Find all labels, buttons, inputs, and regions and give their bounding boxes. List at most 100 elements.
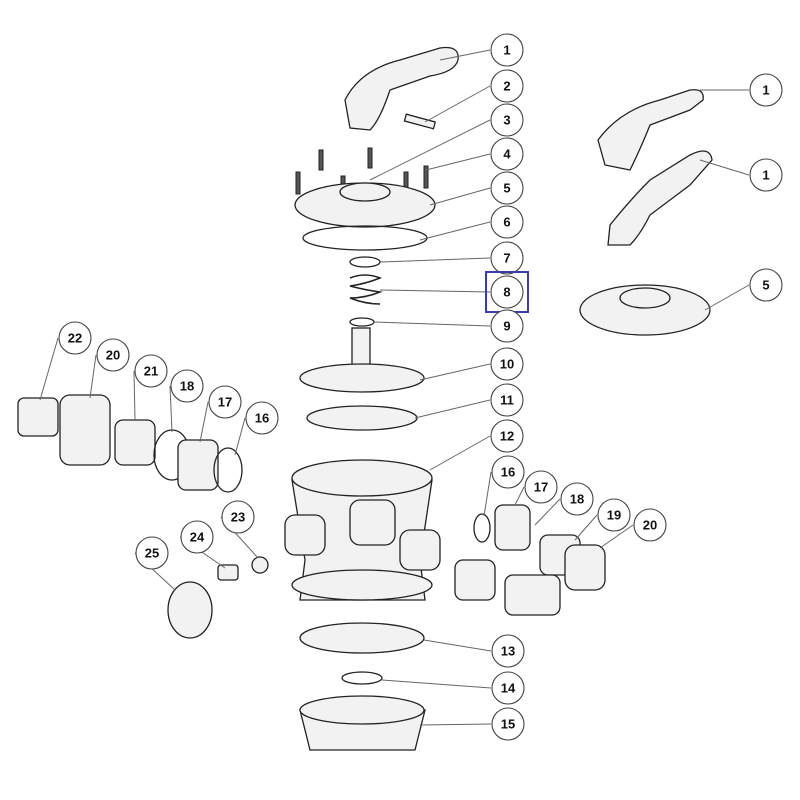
callout-number: 5 [503,181,510,196]
leader-line [381,679,492,689]
handle-part-1 [344,46,459,131]
leader-line [419,363,491,381]
callout-9: 9 [490,309,524,343]
base-part-13 [299,622,425,654]
callout-number: 17 [218,395,232,410]
callout-1: 1 [490,33,524,67]
callout-3: 3 [490,103,524,137]
gasket-part-11 [306,405,418,431]
leader-line [699,159,750,176]
callout-17: 17 [208,385,242,419]
callout-14: 14 [491,671,525,705]
leader-line [704,284,750,311]
drain-plug-part-24 [217,564,239,581]
callout-circle [180,520,214,554]
callout-number: 19 [607,508,621,523]
callout-circle [134,354,168,388]
leader-line [89,354,97,399]
callout-number: 18 [180,379,194,394]
callout-circle [135,536,169,570]
callout-number: 23 [231,510,245,525]
callout-circle [245,401,279,435]
oring-part-9 [349,317,375,327]
callout-number: 16 [255,411,269,426]
leader-line [425,153,491,171]
callout-number: 17 [534,480,548,495]
callout-number: 1 [762,83,769,98]
leader-line [534,498,561,526]
leader-line [419,723,492,726]
callout-circle [749,268,783,302]
leader-line [379,257,491,263]
callout-number: 25 [145,546,159,561]
callout-24: 24 [180,520,214,554]
leader-line [429,187,491,206]
callout-18: 18 [170,369,204,403]
leader-line [199,401,209,443]
callout-1: 1 [749,158,783,192]
callout-circle [490,205,524,239]
callout-number: 1 [762,168,769,183]
leader-line [39,337,59,401]
leader-line [439,49,491,61]
callout-20: 20 [633,508,667,542]
union-nut-left [59,394,111,466]
callout-circle [633,508,667,542]
callout-17: 17 [524,470,558,504]
leader-line [373,321,491,327]
pin-part-2 [403,113,437,130]
callout-circle [490,309,524,343]
callout-1: 1 [749,73,783,107]
cover-right-part-5 [579,284,711,336]
callout-22: 22 [58,321,92,355]
callout-circle [96,338,130,372]
callout-number: 3 [503,113,510,128]
callout-number: 20 [106,348,120,363]
callout-21: 21 [134,354,168,388]
callout-circle [490,33,524,67]
callout-circle [491,634,525,668]
callout-number: 11 [500,393,514,408]
callout-20: 20 [96,338,130,372]
callout-number: 5 [762,278,769,293]
callout-number: 1 [503,43,510,58]
callout-7: 7 [490,241,524,275]
callout-circle [208,385,242,419]
callout-10: 10 [490,347,524,381]
leader-line [234,417,246,456]
gasket-part-6 [302,225,428,251]
callout-12: 12 [490,419,524,453]
callout-number: 2 [503,79,510,94]
callout-16: 16 [245,401,279,435]
callout-4: 4 [490,137,524,171]
callout-number: 8 [503,285,510,300]
callout-circle [490,137,524,171]
callout-circle [490,275,524,309]
callout-number: 12 [500,429,514,444]
callout-circle [749,158,783,192]
leader-line [599,524,634,549]
callout-circle [490,347,524,381]
callout-11: 11 [490,383,524,417]
callout-number: 14 [501,681,516,696]
leader-line [133,370,136,421]
callout-circle [490,103,524,137]
callout-23: 23 [221,500,255,534]
spring-part-8 [349,274,383,305]
handle-right-a [597,89,704,171]
callout-5: 5 [490,171,524,205]
callout-number: 22 [68,331,82,346]
callout-circle [560,482,594,516]
callout-18: 18 [560,482,594,516]
callout-number: 15 [501,717,515,732]
callout-circle [490,383,524,417]
callout-number: 7 [503,251,510,266]
leader-line [574,514,598,541]
callout-number: 13 [501,644,515,659]
callout-circle [491,707,525,741]
handle-right-b [607,150,713,246]
leader-line [379,289,491,293]
leader-line [423,639,492,652]
callout-circle [490,241,524,275]
